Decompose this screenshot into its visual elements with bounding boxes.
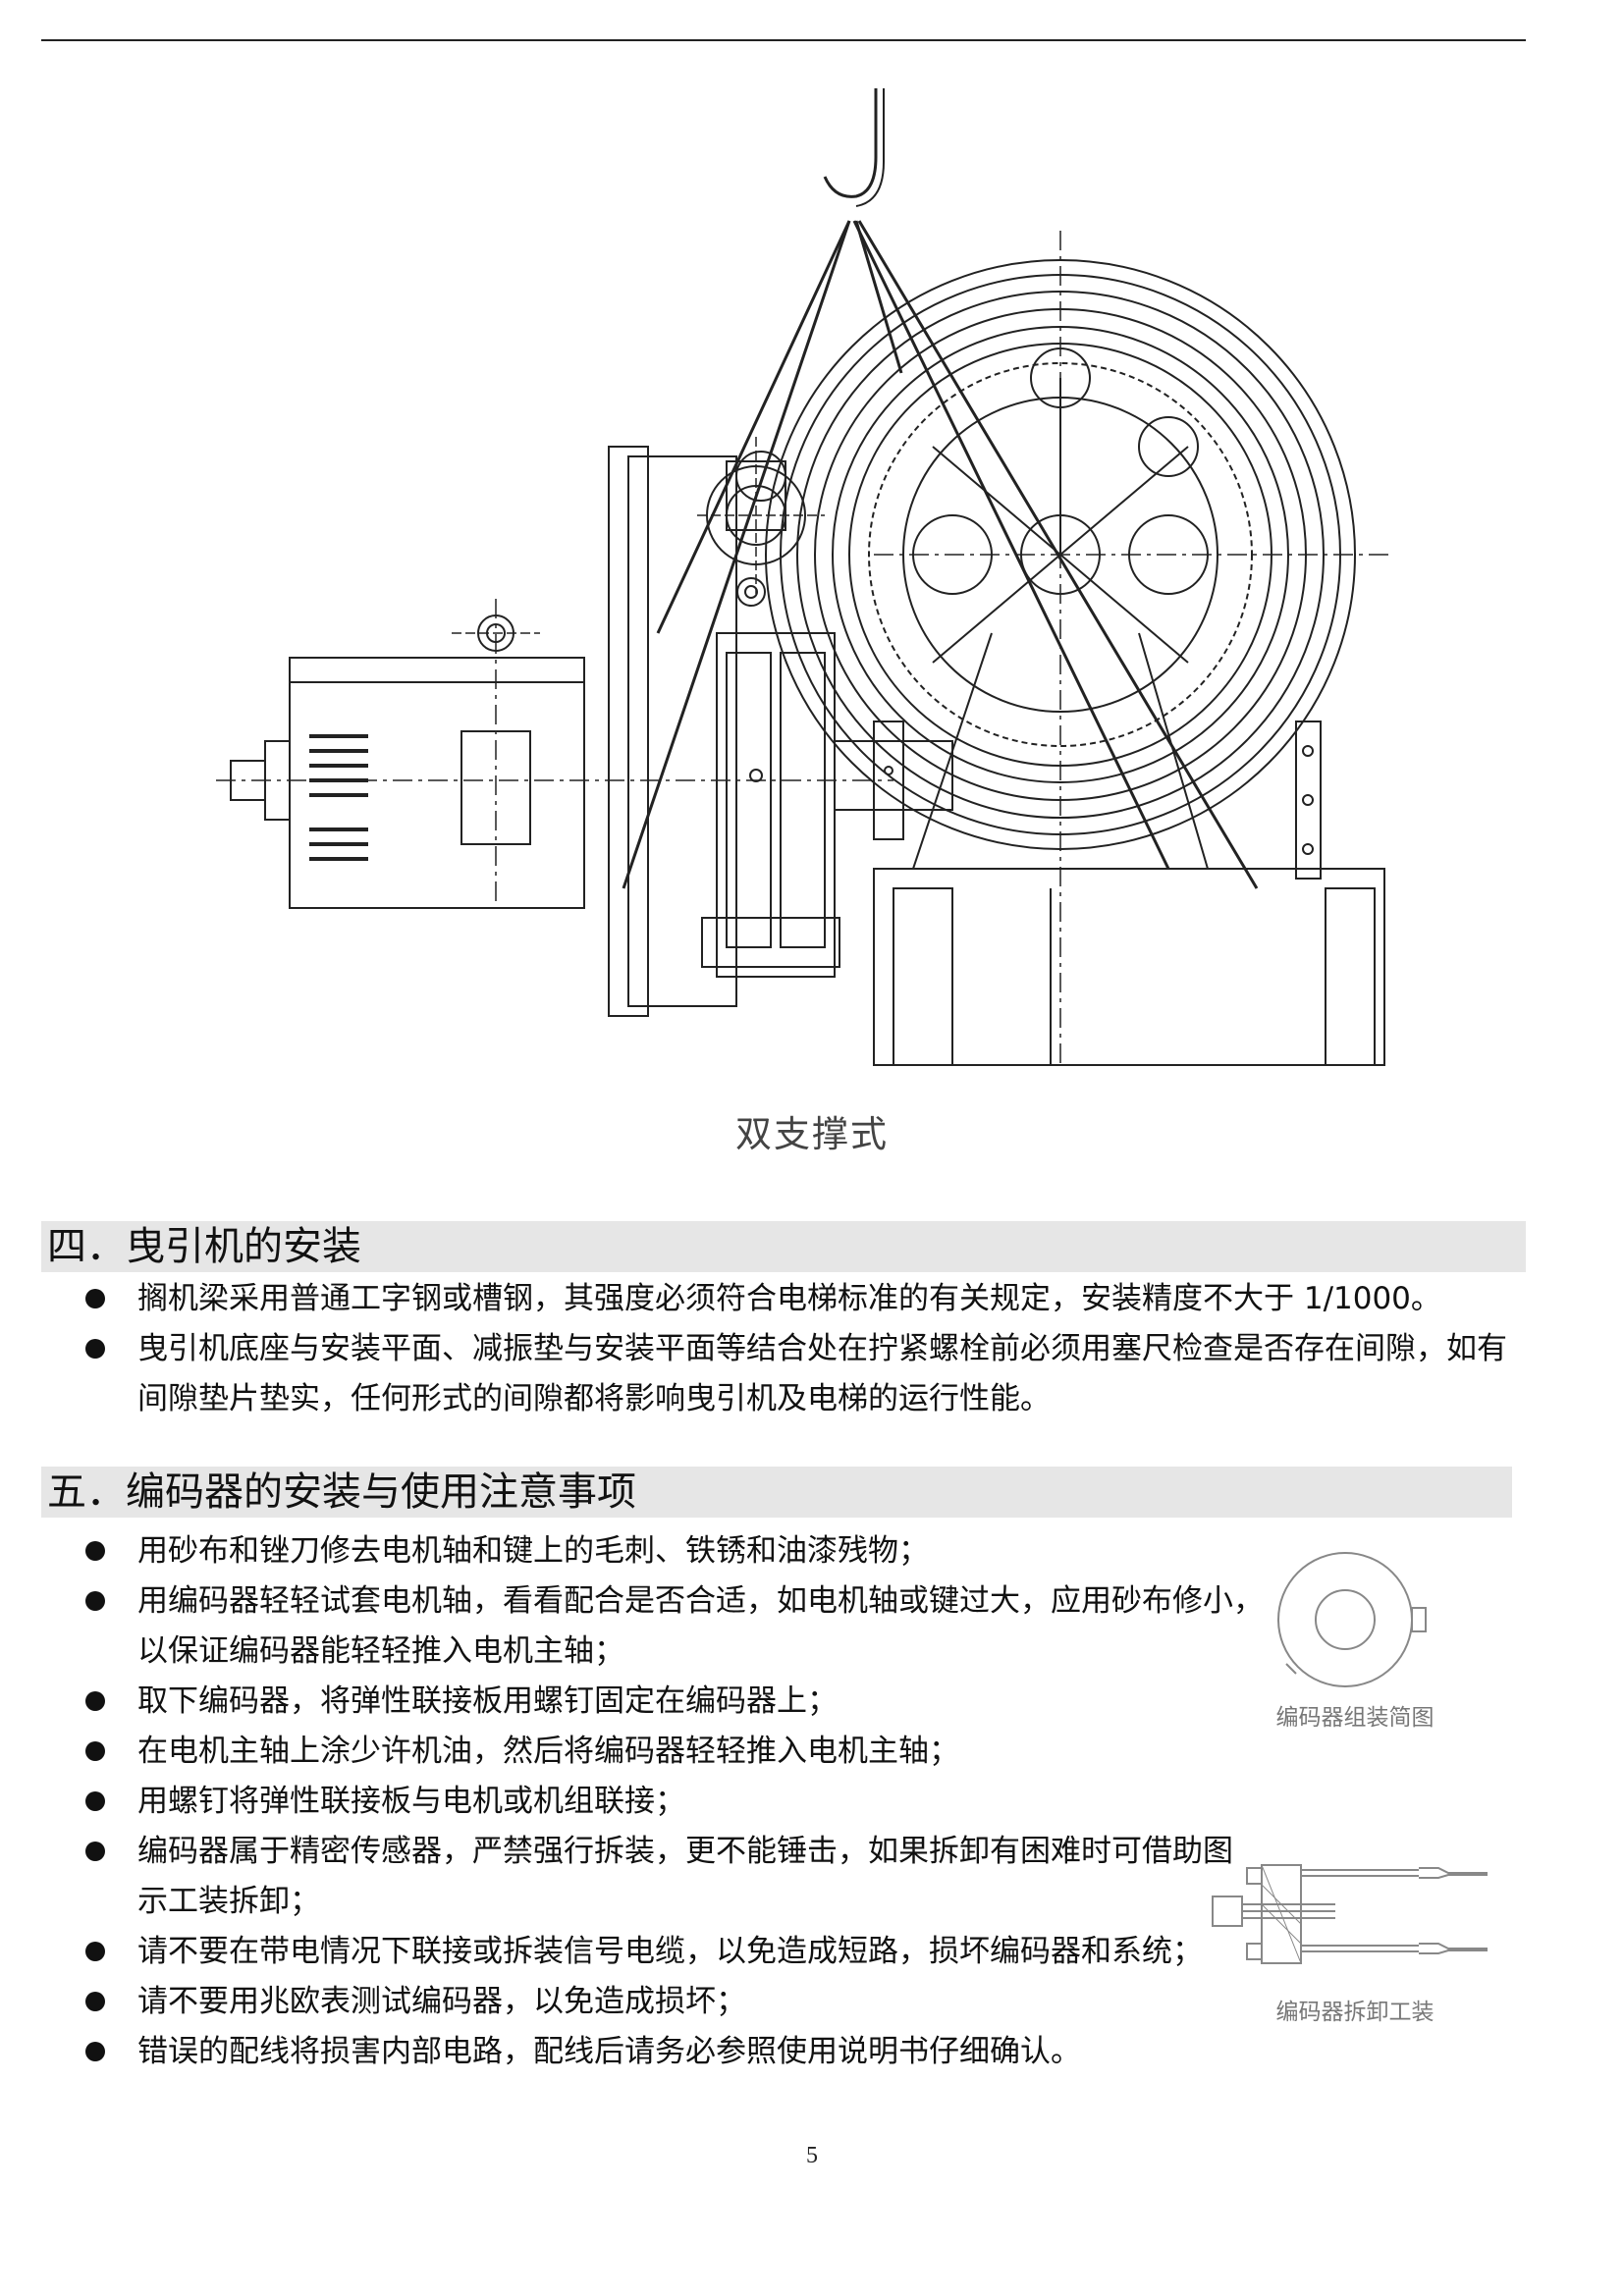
- figure-caption: 双支撑式: [735, 1113, 889, 1155]
- bullet-icon: [85, 1741, 105, 1761]
- page-number: 5: [806, 2143, 818, 2168]
- bullet-icon: [85, 1942, 105, 1961]
- list-item: 用螺钉将弹性联接板与电机或机组联接；: [41, 1777, 1581, 1827]
- bullet-icon: [85, 1842, 105, 1861]
- list-item: 取下编码器，将弹性联接板用螺钉固定在编码器上；: [41, 1677, 1581, 1727]
- bullet-icon: [85, 1691, 105, 1711]
- list-item: 编码器属于精密传感器，严禁强行拆装，更不能锤击，如果拆卸有困难时可借助图示工装拆…: [41, 1827, 1240, 1927]
- bullet-icon: [85, 1339, 105, 1359]
- list-item: 用砂布和锉刀修去电机轴和键上的毛刺、铁锈和油漆残物；: [41, 1526, 1581, 1576]
- encoder-assembly-caption: 编码器组装简图: [1275, 1705, 1435, 1731]
- bullet-icon: [85, 1791, 105, 1811]
- traction-machine-drawing: [216, 88, 1394, 1066]
- header-rule: [41, 39, 1526, 41]
- encoder-removal-caption: 编码器拆卸工装: [1275, 2000, 1435, 2025]
- list-item: 在电机主轴上涂少许机油，然后将编码器轻轻推入电机主轴；: [41, 1727, 1581, 1777]
- list-item: 曳引机底座与安装平面、减振垫与安装平面等结合处在拧紧螺栓前必须用塞尺检查是否存在…: [41, 1324, 1526, 1424]
- list-item: 搁机梁采用普通工字钢或槽钢，其强度必须符合电梯标准的有关规定，安装精度不大于 1…: [41, 1274, 1526, 1324]
- section-heading-traction-install: 四．曳引机的安装: [41, 1221, 1526, 1272]
- bullet-icon: [85, 1541, 105, 1561]
- bullet-icon: [85, 1289, 105, 1308]
- section-heading-encoder: 五．编码器的安装与使用注意事项: [41, 1467, 1512, 1518]
- bullet-icon: [85, 1992, 105, 2011]
- encoder-assembly-diagram: [1277, 1552, 1427, 1687]
- list-item: 错误的配线将损害内部电路，配线后请务必参照使用说明书仔细确认。: [41, 2027, 1581, 2077]
- list-item: 用编码器轻轻试套电机轴，看看配合是否合适，如电机轴或键过大，应用砂布修小，以保证…: [41, 1576, 1284, 1677]
- list-item: 请不要用兆欧表测试编码器，以免造成损坏；: [41, 1977, 1581, 2027]
- bullet-icon: [85, 2042, 105, 2061]
- encoder-removal-tool-diagram: [1212, 1864, 1488, 1964]
- traction-install-list: 搁机梁采用普通工字钢或槽钢，其强度必须符合电梯标准的有关规定，安装精度不大于 1…: [41, 1274, 1526, 1424]
- bullet-icon: [85, 1591, 105, 1611]
- encoder-notes-list: 用砂布和锉刀修去电机轴和键上的毛刺、铁锈和油漆残物； 用编码器轻轻试套电机轴，看…: [41, 1526, 1581, 2077]
- list-item: 请不要在带电情况下联接或拆装信号电缆，以免造成短路，损坏编码器和系统；: [41, 1927, 1240, 1977]
